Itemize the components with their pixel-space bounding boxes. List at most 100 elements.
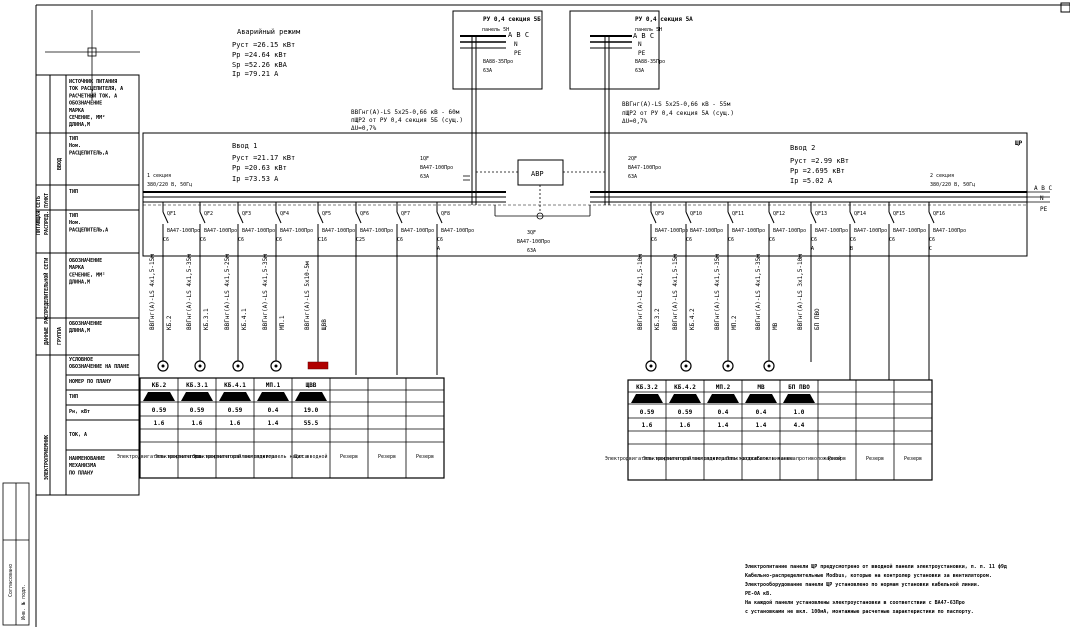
- load-number: КБ.3.1: [186, 382, 208, 389]
- breaker-type: ВА47-100Про: [441, 228, 474, 234]
- header-row-label: СЕЧЕНИЕ, ММ²: [69, 271, 105, 278]
- input-title: Ввод 2: [790, 144, 815, 152]
- cable-spec: ВВГнг(А)-LS 4х1,5-15м: [672, 254, 679, 330]
- vertical-label: ПИТАЮЩАЯ СЕТЬ: [36, 196, 42, 235]
- load-power: 0.4: [268, 407, 279, 414]
- stamp-agreed: Согласовано: [8, 564, 14, 597]
- breaker-extra: А: [437, 246, 440, 252]
- load-number: КБ.4.1: [224, 382, 246, 389]
- emergency-line: Руст =26.15 кВт: [232, 41, 295, 49]
- feed-drop: ΔU=0,7%: [351, 125, 377, 132]
- load-number: МП.2: [716, 384, 731, 391]
- load-name: Щит вводной: [294, 454, 327, 460]
- header-row-label: РАСЦЕПИТЕЛЬ,А: [69, 150, 108, 156]
- vertical-label: ВВОД: [57, 158, 63, 170]
- load-type-symbol: [295, 392, 327, 401]
- load-power: 0.59: [190, 407, 205, 414]
- load-current: 1.4: [718, 422, 729, 429]
- breaker-rating: С6: [238, 237, 244, 243]
- header-row-label: ТИП: [69, 394, 78, 400]
- breaker-tag: QF4: [280, 211, 289, 217]
- load-type-symbol: [783, 394, 815, 403]
- header-row-label: ДЛИНА,М: [69, 122, 90, 128]
- input-2-block: Ввод 2 Руст =2.99 кВт Рр =2.695 кВт Iр =…: [790, 144, 849, 185]
- breaker-type: ВА47-100Про: [655, 228, 688, 234]
- load-type-symbol: [143, 392, 175, 401]
- breaker-type: ВА47-100Про: [690, 228, 723, 234]
- header-row-label: ТИП: [69, 189, 78, 195]
- left-header-table: [35, 74, 140, 496]
- cable-dest: ЩВВ: [321, 319, 328, 330]
- motor-icon-center: [767, 364, 771, 368]
- header-row-label: НОМЕР ПО ПЛАНУ: [69, 379, 111, 385]
- breaker-rating: С6: [397, 237, 403, 243]
- main-breaker-rating: 63А: [628, 174, 637, 180]
- input-line: Рр =2.695 кВт: [790, 167, 845, 175]
- bus-n: N: [1040, 195, 1044, 202]
- header-row-label: ОБОЗНАЧЕНИЕ НА ПЛАНЕ: [69, 363, 129, 370]
- header-row-label: ИСТОЧНИК ПИТАНИЯ: [69, 78, 117, 85]
- load-name: Резерв: [904, 456, 922, 462]
- load-type-symbol: [631, 394, 663, 403]
- breaker-type: ВА47-100Про: [167, 228, 200, 234]
- motor-icon-center: [684, 364, 688, 368]
- load-number: МП.1: [266, 382, 281, 389]
- breaker-tag: QF15: [893, 211, 905, 217]
- breaker-tag: QF13: [815, 211, 827, 217]
- section-title: 1 секция: [147, 173, 171, 179]
- main-breaker-tag: 2QF: [628, 156, 637, 162]
- header-row-label: ОБОЗНАЧЕНИЕ: [69, 100, 102, 107]
- load-power: 0.59: [678, 409, 693, 416]
- feed-route: пЩР2 от РУ 0,4 секция 5А (сущ.): [622, 110, 734, 117]
- breaker-rating: С6: [437, 237, 443, 243]
- header-row-label: ТОК, А: [69, 432, 87, 438]
- breaker-type: ВА47-100Про: [732, 228, 765, 234]
- breaker-type: ВА47-100Про: [773, 228, 806, 234]
- load-power: 0.59: [228, 407, 243, 414]
- load-name: Электродвигатель вентилятора: [643, 456, 727, 462]
- section-labels: 1 секция 380/220 В, 50Гц 2 секция 380/22…: [147, 173, 975, 188]
- feeder-lines: [471, 89, 610, 205]
- avr-label: АВР: [531, 170, 544, 178]
- header-row-label: Ном.: [69, 220, 81, 226]
- breaker-rating: С6: [686, 237, 692, 243]
- side-stamp: [2, 482, 30, 626]
- load-name: Электродвигатель вентилятора: [117, 454, 201, 460]
- breaker-rating: С6: [163, 237, 169, 243]
- source-sub: панель 5Н: [635, 27, 662, 33]
- header-row-label: ДЛИНА,М: [69, 328, 90, 334]
- load-name: Резерв: [416, 454, 434, 460]
- note-line: Электрооборудование панели ЩР установлен…: [745, 581, 980, 588]
- load-current: 1.4: [268, 420, 279, 427]
- source-phases: A B C: [508, 31, 529, 39]
- load-type-symbol: [257, 392, 289, 401]
- cursor-crosshair-icon: [45, 10, 140, 100]
- feed-cable: ВВГнг(А)-LS 5х25-0,66 кВ - 55м: [622, 101, 731, 108]
- load-power: 19.0: [304, 407, 319, 414]
- motor-icon-center: [726, 364, 730, 368]
- load-name: Резерв: [866, 456, 884, 462]
- load-type-symbol: [181, 392, 213, 401]
- motor-icon-center: [649, 364, 653, 368]
- cable-spec: ВВГнг(А)-LS 4х1,5-35м: [262, 254, 269, 330]
- note-line: с установками не вкл. 100мА, монтажные р…: [745, 609, 974, 615]
- load-number: КБ.3.2: [636, 384, 658, 391]
- breaker-contact: [727, 211, 734, 224]
- section-sub: 380/220 В, 50Гц: [930, 182, 975, 188]
- emergency-mode-block: Аварийный режим Руст =26.15 кВт Рр =24.6…: [232, 28, 301, 78]
- load-name: Электродвигатель насоса: [688, 456, 757, 462]
- source-pe: PE: [638, 50, 646, 57]
- cable-spec: ВВГнг(А)-LS 4х1,5-10м: [637, 254, 644, 330]
- main-breaker-type: ВА47-100Про: [420, 165, 453, 171]
- load-current: 1.6: [154, 420, 165, 427]
- header-row-label: ТОК РАСЦЕПИТЕЛЯ, А: [69, 86, 123, 92]
- breaker-tag: QF16: [933, 211, 945, 217]
- breaker-contact: [768, 211, 775, 224]
- breaker-tag: QF6: [360, 211, 369, 217]
- cable-spec: ВВГнг(А)-LS 4х1,5-25м: [224, 254, 231, 330]
- load-current: 1.4: [756, 422, 767, 429]
- bus-phases: A B C: [1034, 185, 1052, 192]
- cable-spec: ВВГнг(А)-LS 3х1,5-10м: [797, 254, 804, 330]
